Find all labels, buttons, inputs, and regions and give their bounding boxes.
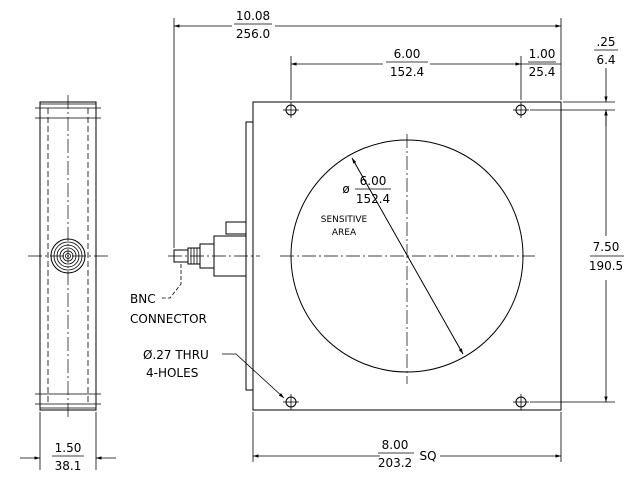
mounting-hole xyxy=(513,394,529,410)
sensitive-diameter-mm: 152.4 xyxy=(356,192,390,206)
bottom-dimensions: 8.00 203.2 SQ xyxy=(252,412,562,470)
sensitive-diameter-inch: 6.00 xyxy=(360,174,387,188)
side-view: 1.50 38.1 xyxy=(20,95,116,473)
bnc-label-2: CONNECTOR xyxy=(130,312,207,326)
hole-offset-right-mm: 25.4 xyxy=(529,65,556,79)
sensitive-diameter-symbol: ø xyxy=(342,182,349,196)
top-dimensions: 10.08 256.0 6.00 152.4 1.00 25.4 .25 6.4 xyxy=(173,9,618,248)
right-dimensions: 7.50 190.5 xyxy=(530,101,624,403)
mounting-holes xyxy=(283,102,529,410)
hole-edge-offset-mm: 6.4 xyxy=(596,53,615,67)
mounting-hole xyxy=(283,102,299,118)
bnc-label-1: BNC xyxy=(130,292,156,306)
hole-edge-offset-inch: .25 xyxy=(596,35,615,49)
hole-spacing-v-mm: 190.5 xyxy=(589,259,623,273)
depth-inch: 1.50 xyxy=(55,441,82,455)
overall-length-inch: 10.08 xyxy=(236,9,270,23)
holes-callout: Ø.27 THRU 4-HOLES xyxy=(143,348,285,399)
hole-spacing-h-inch: 6.00 xyxy=(394,47,421,61)
bnc-connector-end-view xyxy=(50,238,86,274)
mounting-hole xyxy=(513,102,529,118)
mounting-hole xyxy=(283,394,299,410)
bnc-callout: BNC CONNECTOR xyxy=(130,264,207,326)
square-size-inch: 8.00 xyxy=(382,438,409,452)
hole-spacing-v-inch: 7.50 xyxy=(593,240,620,254)
hole-offset-right-inch: 1.00 xyxy=(529,47,556,61)
depth-mm: 38.1 xyxy=(55,459,82,473)
holes-label-2: 4-HOLES xyxy=(146,366,198,380)
sensitive-area-label-1: SENSITIVE xyxy=(321,215,368,225)
square-size-suffix: SQ xyxy=(419,449,436,463)
front-view: ø 6.00 152.4 SENSITIVE AREA xyxy=(168,101,562,411)
holes-label-1: Ø.27 THRU xyxy=(143,348,209,362)
sensitive-area-label-2: AREA xyxy=(332,228,357,238)
square-size-mm: 203.2 xyxy=(378,456,412,470)
bnc-connector xyxy=(168,221,260,277)
hole-spacing-h-mm: 152.4 xyxy=(390,65,424,79)
overall-length-mm: 256.0 xyxy=(236,27,270,41)
